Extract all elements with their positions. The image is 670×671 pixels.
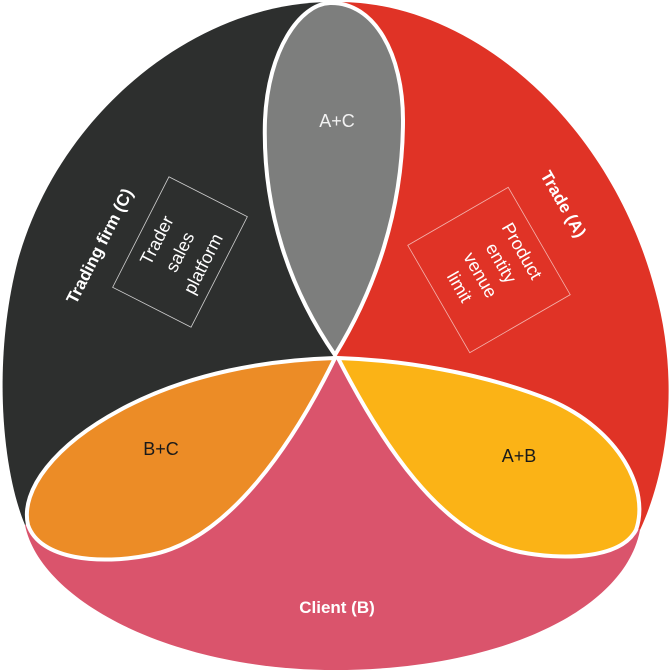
label-a-plus-c: A+C bbox=[319, 111, 355, 131]
label-client: Client (B) bbox=[299, 598, 375, 617]
set-client-region[interactable] bbox=[25, 355, 640, 670]
intersection-a-plus-b[interactable] bbox=[334, 355, 642, 559]
label-a-plus-b: A+B bbox=[502, 446, 537, 466]
intersection-b-plus-c[interactable] bbox=[24, 355, 339, 562]
intersection-a-plus-c[interactable] bbox=[262, 0, 406, 359]
label-b-plus-c: B+C bbox=[143, 439, 179, 459]
